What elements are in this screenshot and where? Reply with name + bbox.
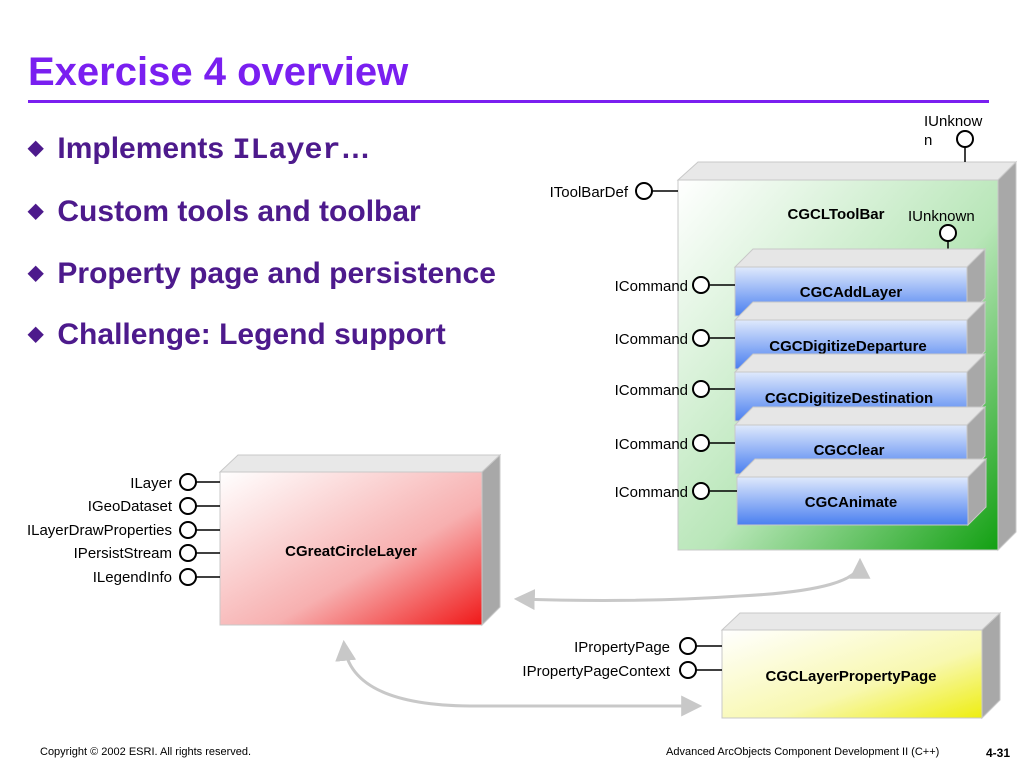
interface-label: IGeoDataset — [88, 498, 173, 515]
bullet-text: Implements — [57, 132, 233, 165]
interface-label: ILayerDrawProperties — [27, 522, 172, 539]
footer-course: Advanced ArcObjects Component Developmen… — [666, 746, 940, 758]
bullet-custom-tools: ◆ Custom tools and toolbar — [28, 195, 421, 229]
component-diagram: CGCLToolBar IToolBarDef IUnknow n IUnkno… — [27, 113, 1018, 720]
bullet-text: Property page and persistence — [57, 257, 496, 290]
iunknown-top-label: IUnknow n — [924, 113, 987, 149]
page-number: 4-31 — [986, 746, 1011, 760]
bullet-property-page: ◆ Property page and persistence — [28, 257, 496, 291]
interface-label: ILegendInfo — [93, 569, 172, 586]
icommand-lollipop: ICommand — [615, 434, 735, 453]
command-label: CGCAddLayer — [800, 284, 903, 301]
interface-label: IPropertyPage — [574, 639, 670, 656]
bullet-text: Custom tools and toolbar — [57, 195, 421, 228]
command-label: CGCClear — [814, 442, 885, 459]
igeodataset-lollipop: IGeoDataset — [88, 497, 220, 515]
diamond-bullet-icon: ◆ — [28, 137, 44, 159]
icommand-lollipop: ICommand — [615, 276, 735, 295]
iunknown-inner-lollipop: IUnknown — [908, 208, 975, 266]
bullet-challenge: ◆ Challenge: Legend support — [28, 318, 446, 352]
ilayerdrawproperties-lollipop: ILayerDrawProperties — [27, 521, 220, 539]
interface-label: IPersistStream — [74, 545, 172, 562]
ipersiststream-lollipop: IPersistStream — [74, 544, 220, 562]
ipropertypage-lollipop: IPropertyPage — [574, 637, 722, 656]
icommand-label: ICommand — [615, 278, 688, 295]
layer-label: CGreatCircleLayer — [285, 543, 417, 560]
arrow-layer-to-propertypage — [335, 639, 703, 717]
footer-copyright: Copyright © 2002 ESRI. All rights reserv… — [40, 746, 252, 758]
itoolbardef-label: IToolBarDef — [550, 184, 629, 201]
ilegendinfo-lollipop: ILegendInfo — [93, 568, 220, 586]
icommand-label: ICommand — [615, 331, 688, 348]
icommand-lollipop: ICommand — [615, 482, 737, 501]
arrow-layer-to-toolbar — [513, 557, 871, 611]
ilayer-lollipop: ILayer — [130, 473, 220, 492]
diamond-bullet-icon: ◆ — [28, 323, 44, 345]
command-label: CGCDigitizeDeparture — [769, 338, 927, 355]
command-label: CGCAnimate — [805, 494, 898, 511]
icommand-label: ICommand — [615, 436, 688, 453]
bullet-text: Challenge: Legend support — [57, 318, 446, 351]
iunknown-top-lollipop: IUnknow n — [924, 113, 987, 162]
interface-label: ILayer — [130, 475, 172, 492]
toolbar-label: CGCLToolBar — [788, 206, 885, 223]
command-cgcanimate: CGCAnimate — [735, 457, 988, 527]
property-page-label: CGCLayerPropertyPage — [766, 668, 937, 685]
layer-box: CGreatCircleLayer — [218, 453, 502, 627]
icommand-lollipop: ICommand — [615, 329, 735, 348]
title-rule — [28, 100, 989, 103]
icommand-label: ICommand — [615, 382, 688, 399]
iunknown-inner-label: IUnknown — [908, 208, 975, 225]
interface-label: IPropertyPageContext — [522, 663, 670, 680]
itoolbardef-lollipop: IToolBarDef — [550, 182, 678, 201]
bullet-implements: ◆ Implements ILayer… — [28, 132, 370, 168]
icommand-lollipop: ICommand — [615, 380, 735, 399]
diamond-bullet-icon: ◆ — [28, 200, 44, 222]
ipropertypagecontext-lollipop: IPropertyPageContext — [522, 661, 722, 680]
bullet-suffix: … — [340, 132, 371, 165]
diamond-bullet-icon: ◆ — [28, 262, 44, 284]
slide-title: Exercise 4 overview — [28, 50, 409, 94]
bullet-code: ILayer — [232, 134, 341, 168]
icommand-label: ICommand — [615, 484, 688, 501]
command-label: CGCDigitizeDestination — [765, 390, 933, 407]
property-page-box: CGCLayerPropertyPage — [720, 611, 1002, 720]
